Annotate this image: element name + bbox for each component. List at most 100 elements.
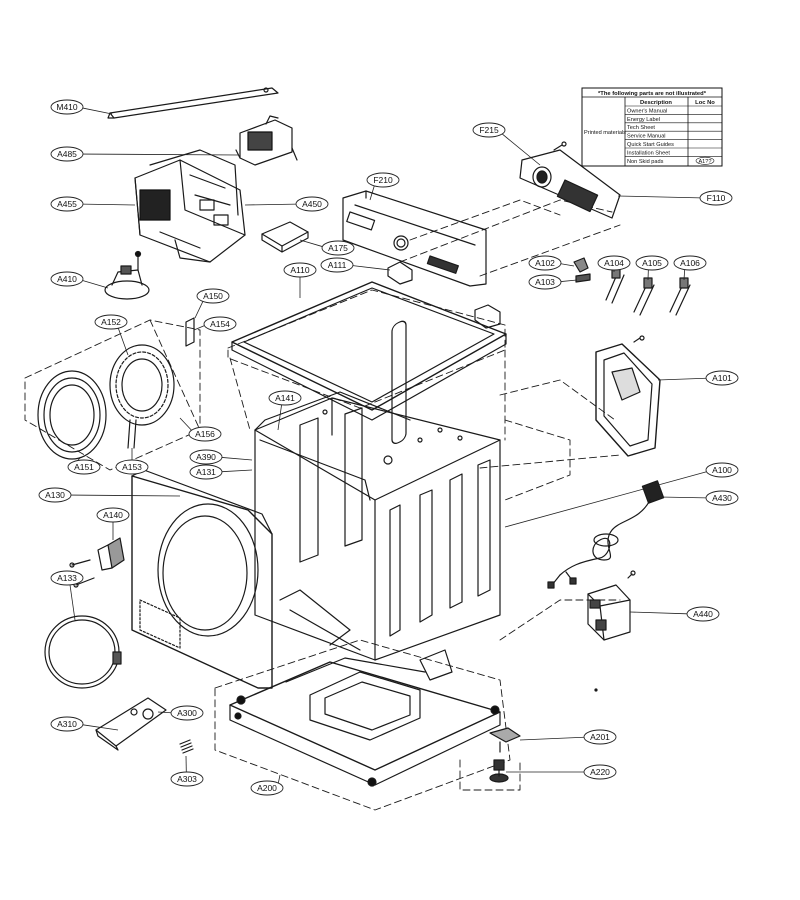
leader-a450 — [244, 203, 297, 206]
leader-a310 — [82, 724, 119, 731]
callout-label-f215: F215 — [479, 125, 499, 135]
callout-label-a103: A103 — [535, 277, 555, 287]
callout-label-a101: A101 — [712, 373, 732, 383]
leader-a455 — [82, 203, 136, 206]
part-a154-clip — [185, 317, 195, 347]
leader-a131 — [221, 469, 253, 473]
callout-a130: A130 — [38, 487, 72, 503]
table-row-description: Installation Sheet — [627, 150, 670, 156]
leader-a141 — [277, 404, 282, 431]
part-a130-front-panel — [131, 469, 273, 689]
callout-a102: A102 — [528, 255, 562, 271]
callout-a151: A151 — [67, 459, 101, 475]
callout-f215: F215 — [472, 122, 506, 138]
part-a440-filter — [587, 570, 636, 641]
part-a156-door-glass — [109, 344, 175, 449]
part-a430-power-cord — [547, 480, 665, 589]
leader-a200 — [277, 774, 281, 784]
part-a410-bracket — [104, 250, 150, 300]
leader-a106 — [683, 269, 686, 281]
leader-a410 — [82, 280, 109, 289]
callout-label-a430: A430 — [712, 493, 732, 503]
callout-a485: A485 — [50, 146, 84, 162]
callout-a156: A156 — [188, 426, 222, 442]
leader-f110 — [617, 195, 701, 199]
leader-a390 — [221, 457, 253, 461]
callout-a141: A141 — [268, 390, 302, 406]
leader-a201 — [519, 736, 585, 741]
callout-label-a152: A152 — [101, 317, 121, 327]
part-a175-pad — [261, 221, 309, 253]
callout-a105: A105 — [635, 255, 669, 271]
callout-label-a201: A201 — [590, 732, 610, 742]
callout-a103: A103 — [528, 274, 562, 290]
leader-a103 — [560, 279, 578, 282]
callout-f110: F110 — [699, 190, 733, 206]
leader-a100 — [504, 471, 707, 528]
callout-a200: A200 — [250, 780, 284, 796]
callout-a430: A430 — [705, 490, 739, 506]
callout-label-a131: A131 — [196, 467, 216, 477]
callout-label-a175: A175 — [328, 243, 348, 253]
part-a110-top-plate — [231, 281, 507, 421]
not-illustrated-table: *The following parts are not illustrated… — [581, 87, 723, 167]
callout-label-a154: A154 — [210, 319, 230, 329]
part-a201-bracket — [489, 727, 521, 753]
callout-label-a440: A440 — [693, 609, 713, 619]
callout-label-a105: A105 — [642, 258, 662, 268]
callout-label-a220: A220 — [590, 767, 610, 777]
callout-a303: A303 — [170, 771, 204, 787]
callout-label-a141: A141 — [275, 393, 295, 403]
callout-a450: A450 — [295, 196, 329, 212]
leader-a130 — [70, 494, 181, 497]
callout-a310: A310 — [50, 716, 84, 732]
callout-a110: A110 — [283, 262, 317, 278]
leader-a150 — [194, 301, 204, 319]
callout-label-a390: A390 — [196, 452, 216, 462]
part-m410-bar — [107, 87, 279, 119]
callout-a131: A131 — [189, 464, 223, 480]
callout-label-a100: A100 — [712, 465, 732, 475]
leader-a156 — [179, 417, 192, 431]
part-a485-pcb — [235, 115, 298, 166]
table-header-loc: Loc No — [695, 100, 715, 106]
callout-label-a106: A106 — [680, 258, 700, 268]
callout-a390: A390 — [189, 449, 223, 465]
callout-label-a310: A310 — [57, 719, 77, 729]
callout-a220: A220 — [583, 764, 617, 780]
table-title: *The following parts are not illustrated… — [598, 91, 707, 97]
leader-a111 — [352, 265, 391, 271]
callout-label-a156: A156 — [195, 429, 215, 439]
part-f215-frame — [519, 141, 621, 219]
callout-a154: A154 — [203, 316, 237, 332]
leader-a430 — [659, 496, 707, 499]
table-row-description: Energy Label — [627, 117, 660, 123]
callout-a440: A440 — [686, 606, 720, 622]
callout-label-a455: A455 — [57, 199, 77, 209]
leader-a133 — [69, 584, 76, 621]
part-a455-control-board — [134, 149, 246, 263]
leader-f215 — [501, 133, 541, 166]
callout-label-a151: A151 — [74, 462, 94, 472]
callout-f210: F210 — [366, 172, 400, 188]
callout-a410: A410 — [50, 271, 84, 287]
leader-a300 — [157, 711, 172, 714]
table-row-description: Non Skid pads — [627, 159, 664, 165]
callout-label-a153: A153 — [122, 462, 142, 472]
leader-lines — [69, 107, 707, 784]
part-a101-frame — [595, 335, 661, 457]
table-row-description: Quick Start Guides — [627, 142, 674, 148]
callout-a104: A104 — [597, 255, 631, 271]
part-a111-hinge — [387, 261, 501, 329]
table-header-description: Description — [640, 100, 672, 106]
leader-a485 — [82, 153, 239, 156]
leader-a440 — [629, 611, 688, 615]
callout-a300: A300 — [170, 705, 204, 721]
callout-label-a410: A410 — [57, 274, 77, 284]
table-group-label: Printed materials — [584, 130, 626, 136]
callout-label-a150: A150 — [203, 291, 223, 301]
callout-a140: A140 — [96, 507, 130, 523]
table-row-description: Owner's Manual — [627, 108, 667, 114]
